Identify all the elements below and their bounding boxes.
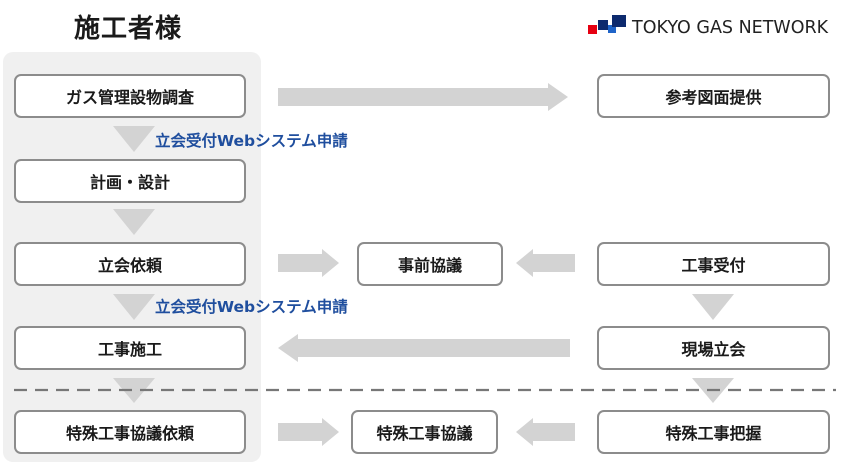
step-construction-reception: 工事受付 [597,242,830,286]
down-arrow-2 [113,209,155,235]
step-plan-design: 計画・設計 [14,159,246,203]
step-construction: 工事施工 [14,326,246,370]
step-onsite-witness: 現場立会 [597,326,830,370]
logo-mark-icon [588,15,626,41]
right-arrow-request [278,249,339,277]
down-arrow-1 [113,126,155,152]
step-special-grasp: 特殊工事把握 [597,410,830,454]
down-arrow-5 [692,294,734,320]
right-arrow-special [278,418,339,446]
down-arrow-3 [113,294,155,320]
left-arrow-grasp [516,418,575,446]
step-reference-drawings: 参考図面提供 [597,74,830,118]
page-title: 施工者様 [74,14,183,44]
company-logo: TOKYO GAS NETWORK [588,12,828,44]
logo-text: TOKYO GAS NETWORK [632,18,829,38]
step-witness-request: 立会依頼 [14,242,246,286]
web-application-note: 立会受付Webシステム申請 [155,298,348,316]
left-arrow-onsite [278,334,570,362]
left-arrow-reception [516,249,575,277]
down-arrow-4 [113,378,155,403]
right-arrow-survey [278,83,568,111]
web-application-note: 立会受付Webシステム申請 [155,132,348,150]
step-prior-consultation: 事前協議 [357,242,503,286]
step-special-consultation: 特殊工事協議 [351,410,498,454]
step-survey: ガス管理設物調査 [14,74,246,118]
step-special-request: 特殊工事協議依頼 [14,410,246,454]
